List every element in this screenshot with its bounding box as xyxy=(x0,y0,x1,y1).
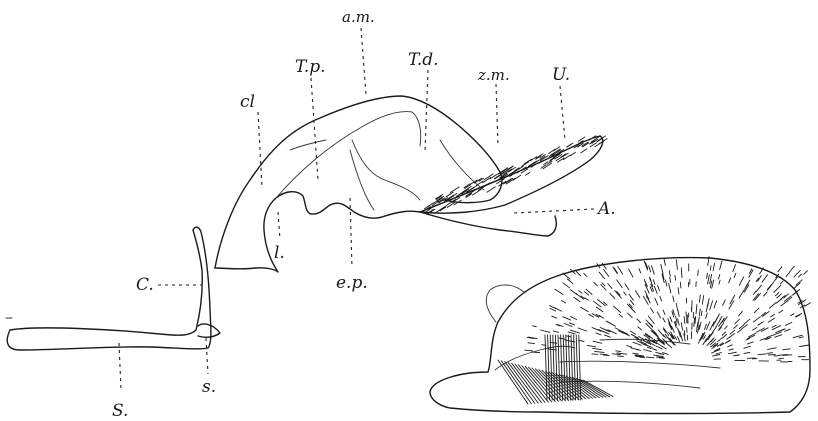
label-td: T.d. xyxy=(408,50,439,70)
label-am: a.m. xyxy=(342,8,375,26)
label-s-small: s. xyxy=(202,377,216,397)
label-cl: cl xyxy=(240,92,255,112)
setose-process xyxy=(420,136,607,214)
label-tp: T.p. xyxy=(295,57,326,77)
leader-lines xyxy=(119,28,594,390)
label-s-big: S. xyxy=(112,401,128,421)
label-u: U. xyxy=(552,65,570,85)
label-a: A. xyxy=(596,199,616,219)
hairy-lobe xyxy=(430,257,811,414)
label-l: l. xyxy=(274,243,285,263)
label-c: C. xyxy=(136,275,154,295)
central-sclerites xyxy=(215,96,556,272)
label-zm: z.m. xyxy=(477,66,510,84)
label-ep: e.p. xyxy=(336,273,368,293)
sclerite-rod xyxy=(6,227,220,350)
